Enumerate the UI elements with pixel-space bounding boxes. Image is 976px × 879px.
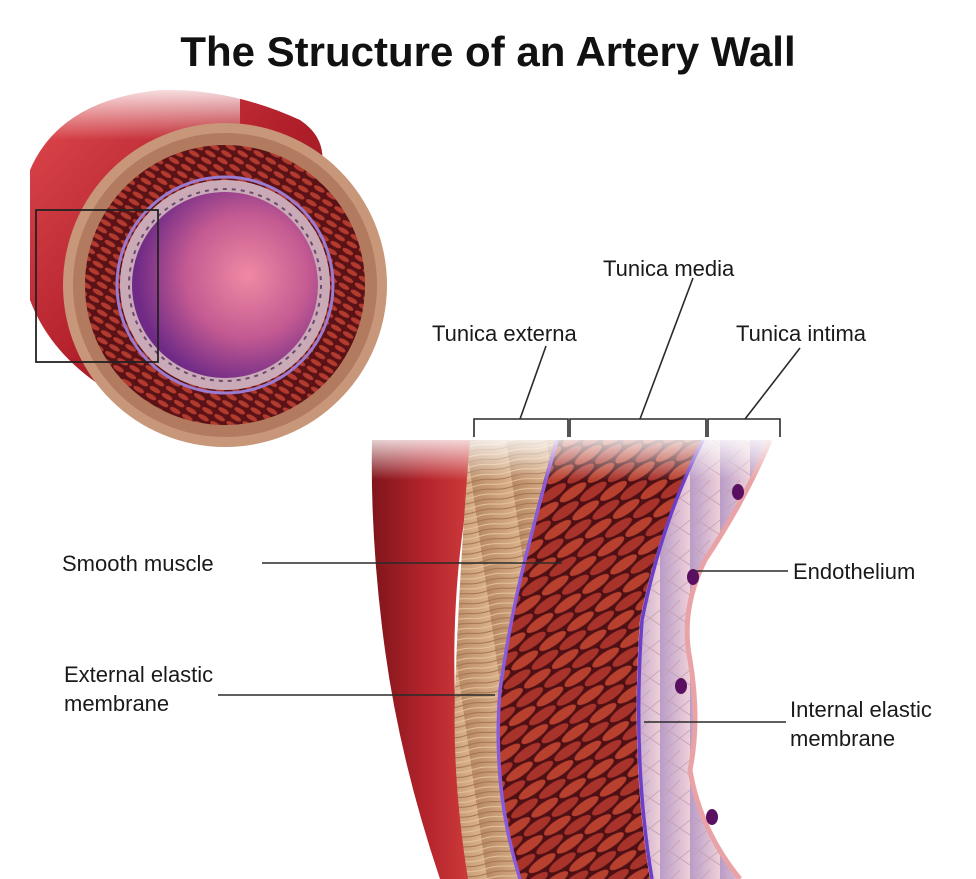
leader-tunica-media — [640, 278, 693, 419]
label-tunica-externa: Tunica externa — [432, 321, 577, 346]
endothelial-nucleus — [732, 484, 744, 500]
wall-section — [360, 430, 790, 879]
label-external-elastic-membrane-line2: membrane — [64, 691, 169, 716]
lumen — [132, 192, 318, 378]
endothelial-nucleus — [706, 809, 718, 825]
leader-tunica-externa — [520, 346, 546, 419]
label-external-elastic-membrane-line1: External elastic — [64, 662, 213, 687]
label-endothelium: Endothelium — [793, 559, 915, 584]
label-tunica-media: Tunica media — [603, 256, 735, 281]
artery-cross-section — [0, 80, 387, 447]
label-internal-elastic-membrane-line2: membrane — [790, 726, 895, 751]
endothelial-nucleus — [675, 678, 687, 694]
wall-top-fade — [360, 430, 790, 480]
label-smooth-muscle: Smooth muscle — [62, 551, 214, 576]
label-internal-elastic-membrane-line1: Internal elastic — [790, 697, 932, 722]
label-tunica-intima: Tunica intima — [736, 321, 867, 346]
diagram-title: The Structure of an Artery Wall — [180, 28, 795, 75]
leader-tunica-intima — [745, 348, 800, 419]
